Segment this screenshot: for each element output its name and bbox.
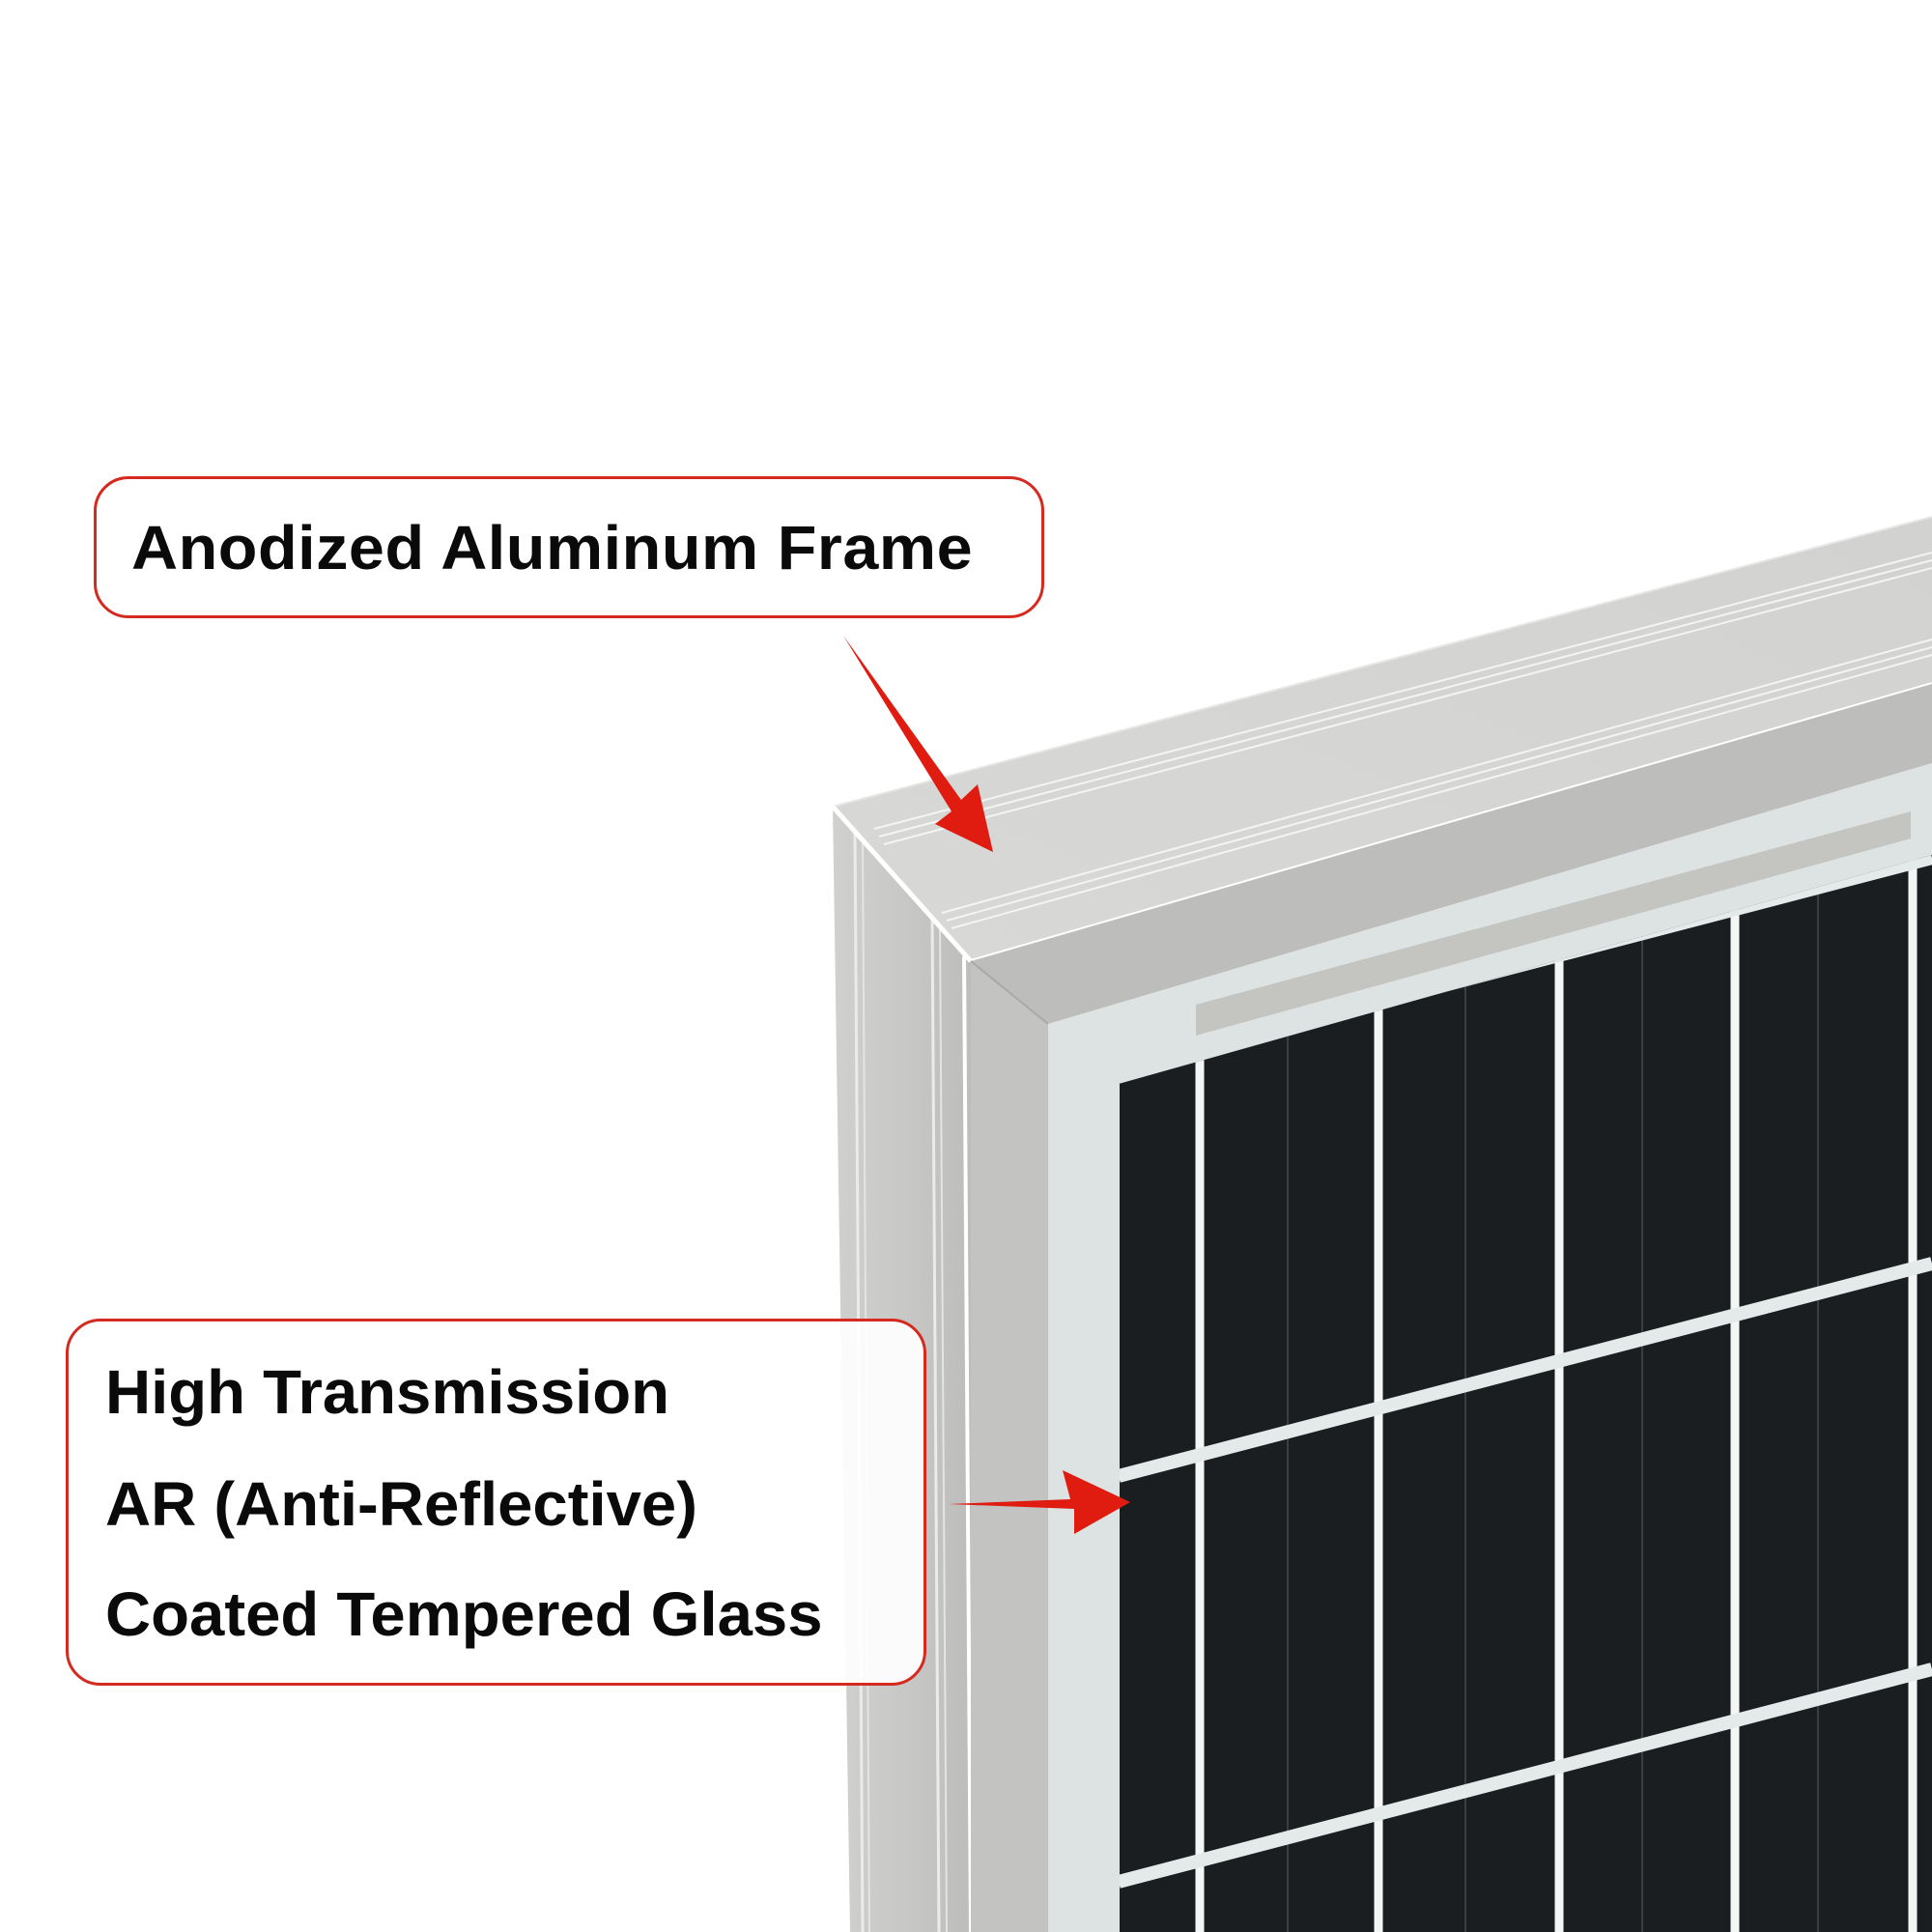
callout-tempered-glass: High Transmission AR (Anti-Reflective) C… <box>66 1319 926 1686</box>
arrow-frame-icon <box>843 636 993 852</box>
callout-glass-line-2: AR (Anti-Reflective) <box>105 1469 697 1539</box>
callout-glass-line-3: Coated Tempered Glass <box>105 1579 823 1649</box>
callout-frame-text: Anodized Aluminum Frame <box>131 513 974 582</box>
frame-inner-lip <box>970 684 1932 1932</box>
callout-anodized-frame: Anodized Aluminum Frame <box>94 476 1044 618</box>
frame-top-face <box>831 516 1932 963</box>
arrow-glass-icon <box>949 1470 1130 1534</box>
callout-glass-line-1: High Transmission <box>105 1357 670 1427</box>
